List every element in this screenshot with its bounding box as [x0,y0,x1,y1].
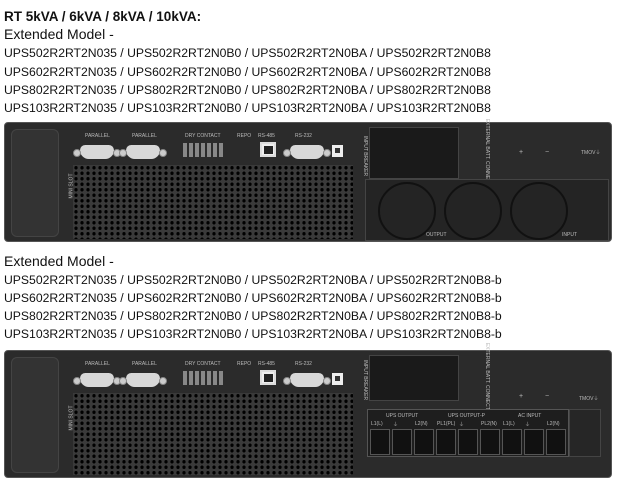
tmov-label: TMOV⏚ [579,396,599,402]
plus-label: + [519,149,524,156]
input-label: INPUT [562,232,577,238]
parallel-port-1 [73,373,121,387]
terminal-label: L1(L) [503,421,515,427]
model-line: UPS802R2RT2N035 / UPS802R2RT2N0B0 / UPS8… [4,83,491,97]
dry-contact-terminal [183,371,225,385]
dry-contact-label: DRY CONTACT [185,133,221,139]
mini-slot-cover [11,357,59,473]
tmov-label: TMOV⏚ [581,150,601,156]
ext-batt-label: EXTERNAL BATT. CONNECTOR [484,342,491,418]
model-line: UPS502R2RT2N035 / UPS502R2RT2N0B0 / UPS5… [4,273,502,287]
terminal-label: ⏚ [525,422,531,428]
terminal-screw [458,429,478,455]
rs232-label: RS-232 [295,361,312,367]
heading: RT 5kVA / 6kVA / 8kVA / 10kVA: [4,9,202,24]
ups-output-p-label: UPS OUTPUT-P [448,413,485,419]
model-line: UPS802R2RT2N035 / UPS802R2RT2N0B0 / UPS8… [4,309,502,323]
parallel-label: PARALLEL [85,361,110,367]
input-knockout [510,182,568,240]
terminal-label: ⏚ [459,422,465,428]
plus-label: + [519,393,524,400]
model-line: UPS502R2RT2N035 / UPS502R2RT2N0B0 / UPS5… [4,46,491,60]
terminal-screw [480,429,500,455]
terminal-label: L1(L) [371,421,383,427]
output-knockout-2 [444,182,502,240]
ups-rear-panel-1: MINI SLOT PARALLEL PARALLEL DRY CONTACT … [4,119,612,242]
ac-input-label: AC INPUT [518,413,542,419]
terminal-screw [392,429,412,455]
rs485-port [260,142,276,157]
terminal-screw [524,429,544,455]
vent-grille [73,393,353,475]
usb-port [332,373,343,385]
terminal-screw [414,429,434,455]
terminal-label: L2(N) [415,421,428,427]
terminal-cover-side [569,409,601,457]
usb-port [332,145,343,157]
input-breaker-label: INPUT BREAKER [362,359,369,401]
terminal-label: PL1(PL) [437,421,456,427]
model-line: UPS103R2RT2N035 / UPS103R2RT2N0B0 / UPS1… [4,327,502,341]
model-line: UPS602R2RT2N035 / UPS602R2RT2N0B0 / UPS6… [4,65,491,79]
rs232-label: RS-232 [295,133,312,139]
rs232-port [283,145,331,159]
terminal-label: L2(N) [547,421,560,427]
dry-contact-terminal [183,143,225,157]
rs485-port [260,370,276,385]
dry-contact-label: DRY CONTACT [185,361,221,367]
vent-grille [73,165,353,239]
terminal-screw [436,429,456,455]
parallel-port-2 [119,145,167,159]
repo-label: REPO [237,133,252,139]
model-line: UPS103R2RT2N035 / UPS103R2RT2N0B0 / UPS1… [4,101,491,115]
minus-label: − [545,393,550,400]
section1-title: Extended Model - [4,26,114,42]
terminal-screw [502,429,522,455]
model-line: UPS602R2RT2N035 / UPS602R2RT2N0B0 / UPS6… [4,291,502,305]
repo-label: REPO [237,361,252,367]
parallel-label: PARALLEL [85,133,110,139]
terminal-screw [370,429,390,455]
parallel-port-2 [119,373,167,387]
input-breaker[interactable] [369,127,459,179]
mini-slot-cover [11,129,59,237]
section2-title: Extended Model - [4,253,114,269]
input-breaker-label: INPUT BREAKER [362,135,369,177]
ups-output-label: UPS OUTPUT [386,413,419,419]
output-knockout-1 [378,182,436,240]
terminal-cover: OUTPUT INPUT [365,179,609,241]
terminal-label: PL2(N) [481,421,497,427]
terminal-label: ⏚ [393,422,399,428]
ups-rear-panel-2: MINI SLOT PARALLEL PARALLEL DRY CONTACT … [4,343,612,478]
rs485-label: RS-485 [258,361,275,367]
output-label: OUTPUT [426,232,447,238]
rs232-port [283,373,331,387]
parallel-port-1 [73,145,121,159]
parallel-label: PARALLEL [132,361,157,367]
input-breaker[interactable] [369,355,459,401]
terminal-screw [546,429,566,455]
minus-label: − [545,149,550,156]
terminal-block: UPS OUTPUT UPS OUTPUT-P AC INPUT L1(L) ⏚ L… [367,409,569,457]
parallel-label: PARALLEL [132,133,157,139]
rs485-label: RS-485 [258,133,275,139]
